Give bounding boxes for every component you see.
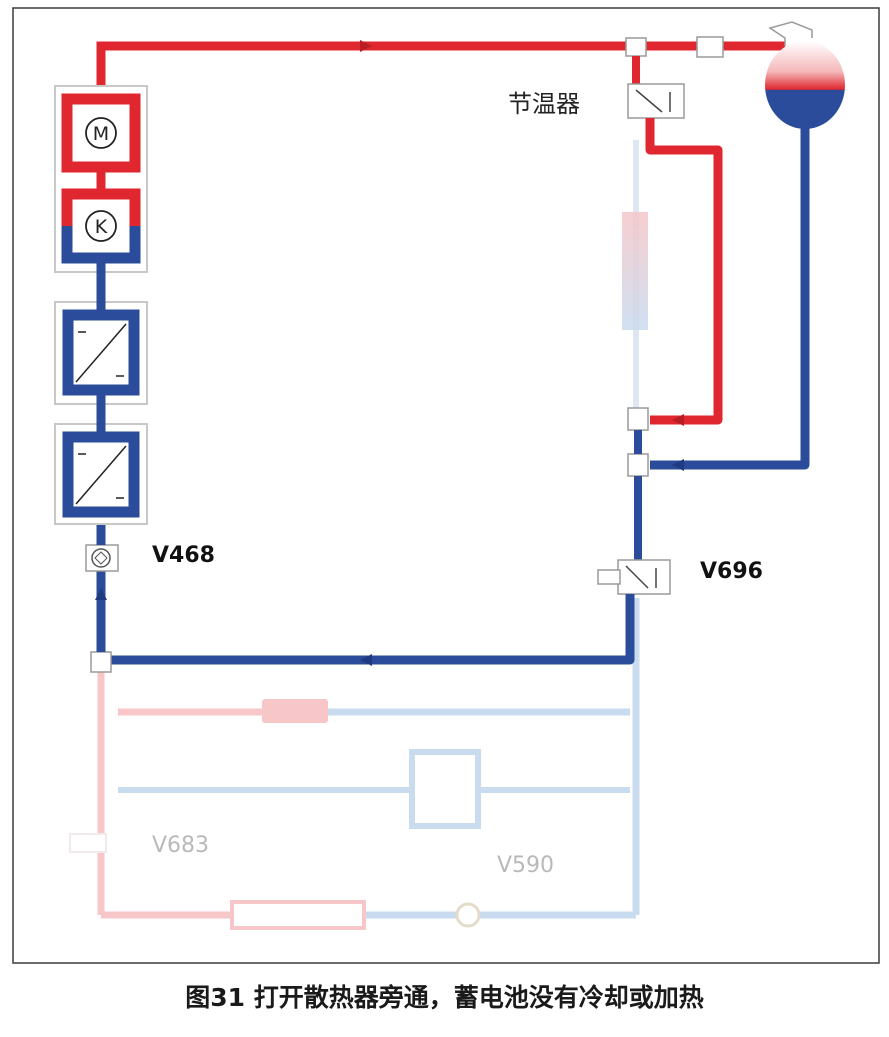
- tee-bottom: [90, 651, 112, 673]
- label-v590: V590: [497, 853, 554, 878]
- arrow-bypass: [672, 414, 684, 426]
- arrow-top: [360, 40, 372, 52]
- svg-text:K: K: [95, 216, 108, 238]
- label-v683: V683: [152, 833, 209, 858]
- bottom-cold-pipe: [101, 594, 635, 665]
- bypass-hot-pipe: [645, 118, 723, 425]
- figure-caption: 图31 打开散热器旁通，蓄电池没有冷却或加热: [185, 983, 704, 1012]
- active-circuit: 节温器 V696 V468: [54, 21, 845, 673]
- svg-text:M: M: [93, 123, 109, 145]
- inline-filter: [696, 36, 724, 58]
- faded-heater: [262, 699, 328, 723]
- compressor-icon: [85, 210, 117, 242]
- tee-tank: [627, 453, 649, 477]
- thermostat-valve: [627, 83, 685, 119]
- label-v468: V468: [152, 543, 215, 568]
- thermostat-symbol: [635, 89, 663, 113]
- faded-pump-icon: [455, 902, 481, 928]
- faded-battery-box: [409, 749, 481, 829]
- expansion-tank: [765, 41, 845, 129]
- valve-v696: [617, 559, 671, 595]
- tee-top: [625, 37, 647, 57]
- arrow-left: [95, 588, 107, 600]
- label-v696: V696: [700, 559, 763, 584]
- faded-valve-v683: [69, 833, 107, 853]
- arrow-bottom: [360, 654, 372, 666]
- label-thermostat: 节温器: [508, 90, 580, 118]
- valve-v696-actuator: [597, 569, 621, 585]
- converter-1-icon: [75, 323, 127, 383]
- converter-2-icon: [75, 445, 127, 505]
- motor-icon: [85, 117, 117, 149]
- figure-frame: [12, 7, 880, 964]
- faded-chiller: [230, 900, 366, 930]
- tank-cap: [768, 21, 813, 46]
- tank-return-pipe: [650, 128, 810, 470]
- faded-radiator-section: [622, 212, 648, 330]
- arrow-tank-return: [672, 459, 684, 471]
- pump-icon: [91, 548, 111, 568]
- inactive-battery-circuit: V683 V590: [69, 140, 648, 930]
- tee-bypass: [627, 407, 649, 431]
